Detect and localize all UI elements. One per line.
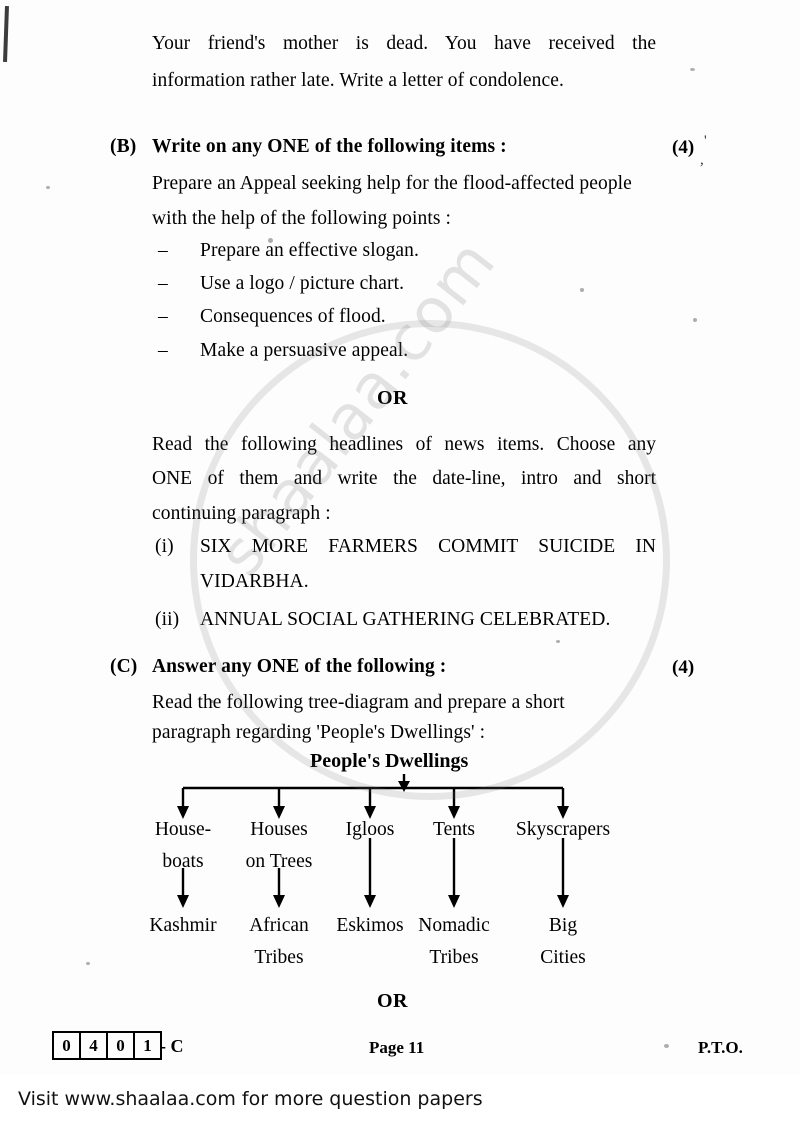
code-digit-cell: 0 bbox=[54, 1033, 81, 1058]
site-watermark-text: Visit www.shaalaa.com for more question … bbox=[18, 1088, 483, 1110]
scan-speck bbox=[46, 186, 50, 189]
code-digit-cell: 0 bbox=[108, 1033, 135, 1058]
scan-speck bbox=[690, 68, 695, 71]
tree-node-line: Kashmir bbox=[149, 915, 217, 936]
tree-node-line: Houses bbox=[250, 819, 308, 840]
section-c-marks: (4) bbox=[672, 657, 695, 678]
tree-node-dwelling: House- boats bbox=[133, 814, 233, 878]
tree-node-dwelling: Houses on Trees bbox=[224, 814, 334, 878]
tree-node-line: boats bbox=[162, 851, 204, 873]
tree-node-line: African bbox=[249, 915, 309, 936]
scan-tick-mark: ' bbox=[704, 133, 707, 149]
tree-node-line: Igloos bbox=[345, 819, 395, 840]
tree-node-line: Big bbox=[548, 915, 578, 936]
tree-node-line: Skyscrapers bbox=[515, 819, 611, 840]
tree-node-line: Tribes bbox=[429, 947, 479, 969]
tree-node-people: Nomadic Tribes bbox=[396, 910, 512, 974]
tree-node-people: Big Cities bbox=[513, 910, 613, 974]
paper-code-boxes: 0 4 0 1 bbox=[52, 1031, 162, 1060]
section-b-alt-line-3: continuing paragraph : bbox=[152, 503, 331, 524]
scan-speck bbox=[580, 288, 584, 292]
bullet-item: Consequences of flood. bbox=[200, 306, 386, 327]
bullet-item: Prepare an effective slogan. bbox=[200, 240, 420, 261]
section-b-heading: Write on any ONE of the following items … bbox=[152, 136, 507, 157]
paper-code-suffix: - C bbox=[160, 1036, 184, 1056]
scan-speck bbox=[556, 640, 560, 643]
bullet-item: Make a persuasive appeal. bbox=[200, 340, 409, 361]
section-b-alt-line-1: Read the following headlines of news ite… bbox=[152, 434, 656, 455]
tree-node-line: Tents bbox=[433, 819, 475, 840]
bullet-dash-icon: – bbox=[158, 340, 168, 361]
bullet-item: Use a logo / picture chart. bbox=[200, 273, 405, 294]
tree-node-line: Nomadic bbox=[418, 915, 490, 936]
tree-node-line: Eskimos bbox=[336, 915, 404, 936]
or-separator-2: OR bbox=[377, 990, 408, 1012]
or-separator-1: OR bbox=[377, 387, 408, 409]
tree-node-dwelling: Tents bbox=[404, 814, 504, 846]
scan-edge-artifact bbox=[3, 5, 9, 63]
section-b-alt-line-2: ONE of them and write the date-line, int… bbox=[152, 468, 656, 489]
tree-node-dwelling: Skyscrapers bbox=[493, 814, 633, 846]
tree-node-line: on Trees bbox=[245, 851, 313, 873]
bullet-dash-icon: – bbox=[158, 273, 168, 294]
scan-speck bbox=[86, 962, 90, 965]
headline-marker: (ii) bbox=[155, 609, 180, 630]
intro-line-2: information rather late. Write a letter … bbox=[152, 70, 564, 91]
tree-node-line: House- bbox=[154, 819, 212, 840]
tree-node-dwelling: Igloos bbox=[320, 814, 420, 846]
headline-text-cont: VIDARBHA. bbox=[200, 571, 309, 592]
tree-root-label: People's Dwellings bbox=[310, 750, 469, 772]
section-c-prompt-line-1: Read the following tree-diagram and prep… bbox=[152, 692, 565, 713]
pto-label: P.T.O. bbox=[698, 1038, 743, 1057]
section-b-prompt-line-2: with the help of the following points : bbox=[152, 208, 452, 229]
scan-speck bbox=[664, 1044, 669, 1048]
section-b-label: (B) bbox=[110, 136, 137, 157]
section-c-heading: Answer any ONE of the following : bbox=[152, 656, 447, 677]
tree-node-line: Tribes bbox=[254, 947, 304, 969]
tree-node-people: Eskimos bbox=[312, 910, 428, 942]
scan-speck bbox=[210, 700, 214, 703]
tree-node-people: Kashmir bbox=[133, 910, 233, 942]
section-b-prompt-line-1: Prepare an Appeal seeking help for the f… bbox=[152, 173, 632, 194]
section-c-label: (C) bbox=[110, 656, 138, 677]
site-watermark-bar: Visit www.shaalaa.com for more question … bbox=[0, 1075, 800, 1124]
scan-tick-mark: , bbox=[700, 152, 704, 168]
tree-node-people: African Tribes bbox=[224, 910, 334, 974]
section-c-prompt-line-2: paragraph regarding 'People's Dwellings'… bbox=[152, 722, 486, 743]
tree-connectors bbox=[177, 774, 569, 908]
page-number: Page 11 bbox=[369, 1038, 425, 1057]
scan-speck bbox=[693, 318, 697, 322]
section-b-marks: (4) bbox=[672, 137, 695, 158]
headline-text: SIX MORE FARMERS COMMIT SUICIDE IN bbox=[200, 536, 656, 557]
tree-node-line: Cities bbox=[540, 947, 586, 969]
code-digit-cell: 4 bbox=[81, 1033, 108, 1058]
intro-line-1: Your friend's mother is dead. You have r… bbox=[152, 33, 656, 54]
bullet-dash-icon: – bbox=[158, 306, 168, 327]
tree-diagram: People's Dwellings bbox=[0, 750, 800, 990]
code-digit-cell: 1 bbox=[143, 1036, 152, 1055]
bullet-dash-icon: – bbox=[158, 240, 168, 261]
headline-marker: (i) bbox=[155, 536, 174, 557]
headline-text: ANNUAL SOCIAL GATHERING CELEBRATED. bbox=[200, 609, 611, 630]
scan-speck bbox=[268, 238, 273, 243]
